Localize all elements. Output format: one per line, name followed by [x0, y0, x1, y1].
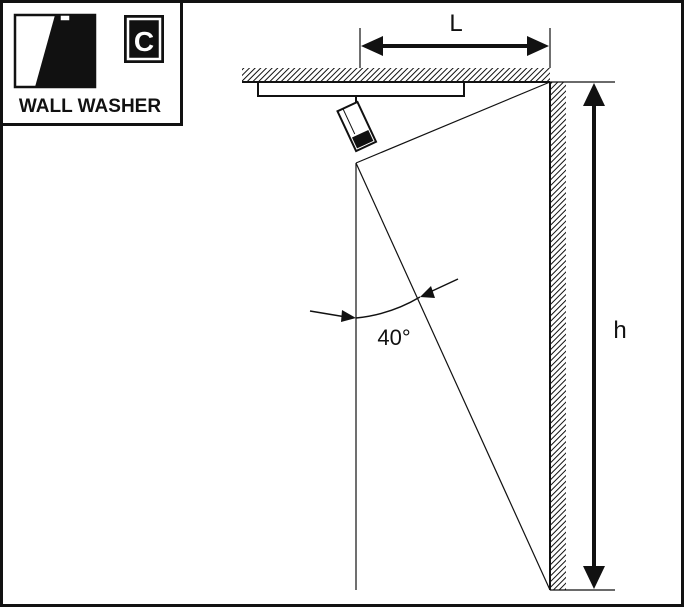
angle-arrow-right — [420, 278, 459, 298]
angle-arrow-left — [309, 310, 356, 322]
wall — [550, 82, 566, 590]
track-rail — [257, 81, 465, 97]
length-dimension — [359, 28, 551, 68]
angle-arc — [355, 296, 421, 319]
category-letter-badge: C — [124, 15, 164, 63]
length-label: L — [449, 10, 462, 37]
height-label: h — [613, 317, 626, 344]
badge-title: WALL WASHER — [19, 96, 161, 117]
wall-washer-icon — [13, 13, 97, 89]
ceiling — [242, 68, 550, 82]
angle-label: 40° — [377, 325, 410, 350]
spotlight-luminaire — [336, 96, 378, 153]
beam-upper-line — [355, 81, 551, 164]
height-dimension — [583, 83, 605, 589]
wall-washer-badge: C WALL WASHER — [0, 0, 183, 126]
category-letter: C — [134, 26, 154, 57]
beam-lower-line — [355, 162, 551, 591]
